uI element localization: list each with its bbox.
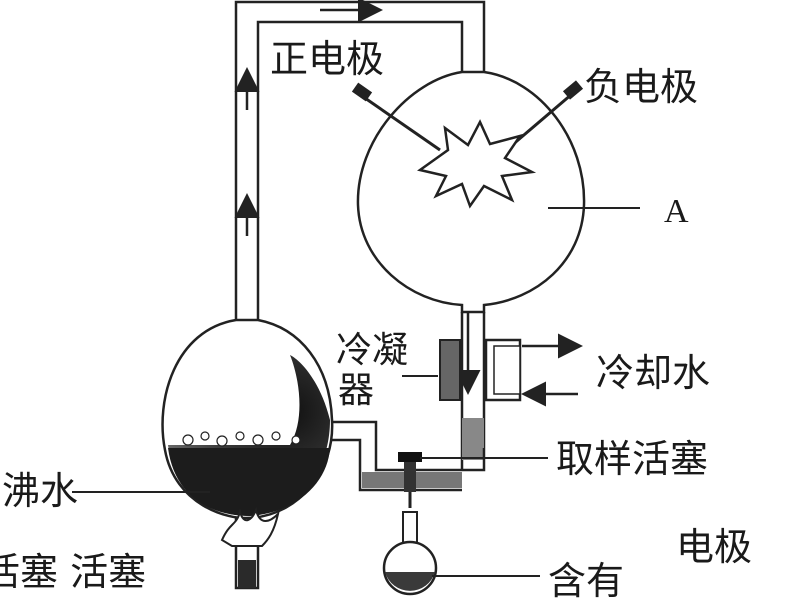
- spark-symbol: [417, 119, 537, 209]
- condenser: [439, 312, 522, 470]
- cooling-water-arrows: [521, 333, 583, 407]
- sampling-stopcock: [398, 452, 422, 508]
- collection-flask: [382, 511, 438, 596]
- label-positive-electrode: 正电极: [270, 37, 384, 81]
- positive-electrode-rod: [361, 94, 441, 152]
- label-electrode-fragment: 电极: [676, 525, 752, 569]
- boiling-flask: [161, 318, 334, 590]
- leader-lines: [72, 207, 640, 577]
- label-boiling-water: 沸水: [2, 469, 78, 513]
- label-condenser-line2: 器: [338, 370, 374, 411]
- flow-arrows: [234, 0, 481, 395]
- flame-icon: [220, 506, 280, 547]
- label-negative-electrode: 负电极: [584, 65, 698, 109]
- label-stopcock-bottom: 活塞 活塞: [0, 550, 146, 594]
- label-contains: 含有: [548, 559, 624, 600]
- label-cooling-water: 冷却水: [596, 351, 710, 395]
- electrodes: [351, 80, 584, 154]
- label-flask-a: A: [664, 193, 689, 230]
- label-sampling-stopcock: 取样活塞: [556, 437, 708, 481]
- label-condenser-line1: 冷凝: [336, 330, 408, 371]
